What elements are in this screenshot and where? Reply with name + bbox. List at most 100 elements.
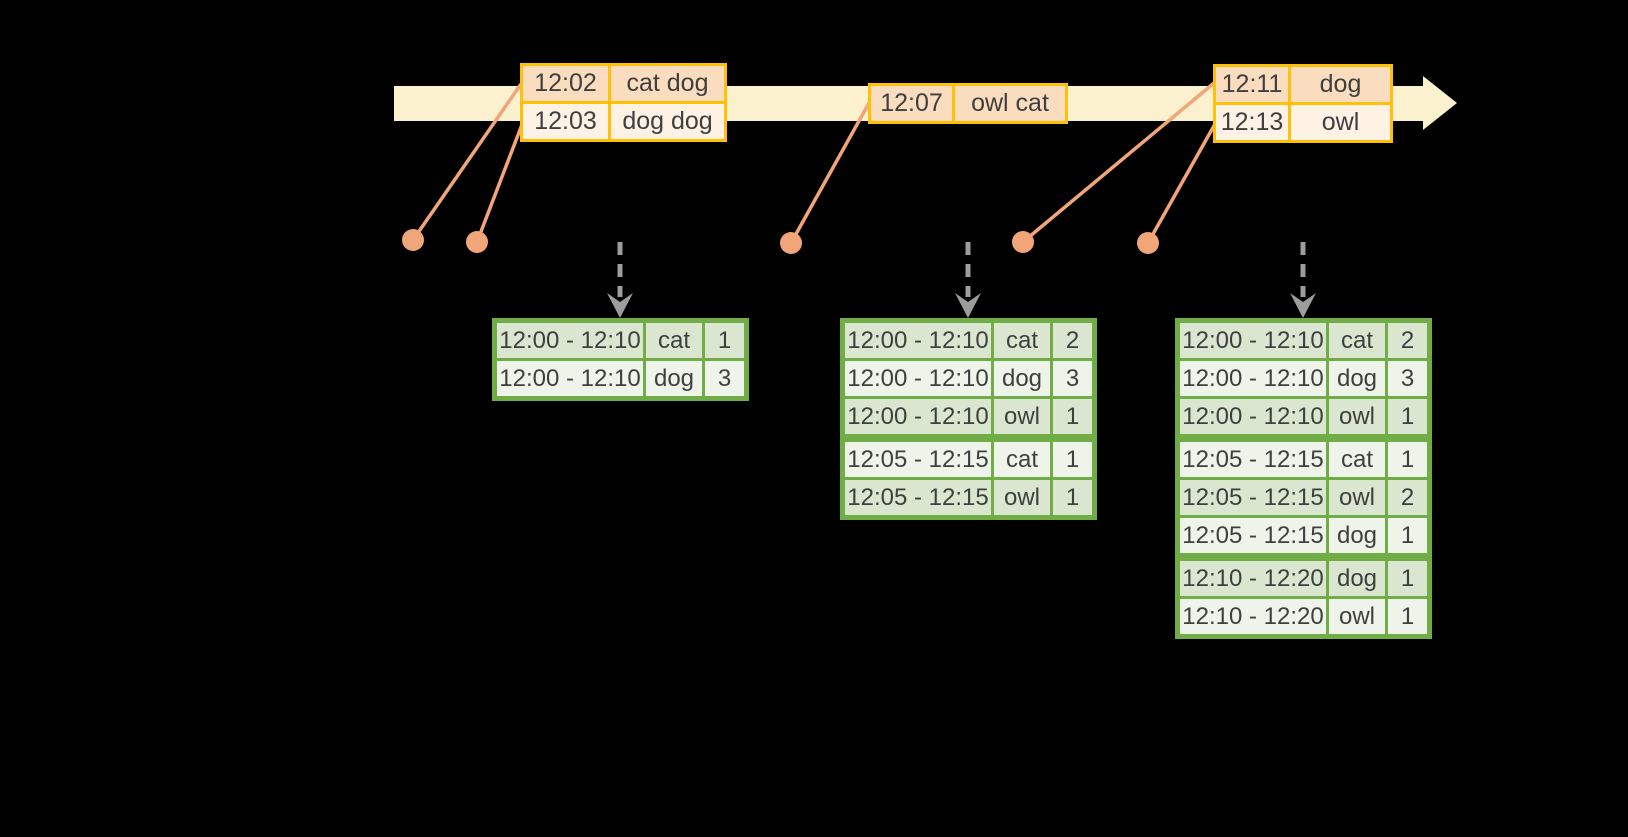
words-cell: owl cat (955, 86, 1065, 121)
time-cell: 12:11 (1216, 67, 1288, 102)
time-cell: 12:02 (523, 66, 608, 101)
timeline-arrowhead-icon (1423, 76, 1457, 130)
event-line (475, 121, 525, 243)
count-cell: 1 (1388, 599, 1427, 634)
count-cell: 1 (705, 323, 744, 358)
window-cell: 12:00 - 12:10 (497, 361, 643, 396)
words-cell: cat dog (611, 66, 724, 101)
window-group-separator (1180, 437, 1427, 439)
arrow-down-icon (955, 293, 981, 318)
window-cell: 12:00 - 12:10 (497, 323, 643, 358)
count-cell: 2 (1388, 480, 1427, 515)
count-cell: 2 (1388, 323, 1427, 358)
window-cell: 12:00 - 12:10 (845, 361, 991, 396)
event-lines (411, 81, 1217, 244)
word-cell: owl (994, 480, 1050, 515)
count-cell: 1 (1388, 442, 1427, 477)
arrow-down-icon (1290, 293, 1316, 318)
event-dot (1137, 232, 1159, 254)
count-cell: 3 (705, 361, 744, 396)
word-cell: owl (1329, 480, 1385, 515)
word-cell: cat (994, 442, 1050, 477)
window-cell: 12:10 - 12:20 (1180, 561, 1326, 596)
window-cell: 12:05 - 12:15 (1180, 518, 1326, 553)
word-cell: cat (646, 323, 702, 358)
time-cell: 12:07 (871, 86, 952, 121)
window-cell: 12:00 - 12:10 (1180, 361, 1326, 396)
window-group-separator (845, 437, 1092, 439)
word-cell: owl (1329, 399, 1385, 434)
word-cell: dog (1329, 518, 1385, 553)
window-cell: 12:05 - 12:15 (845, 480, 991, 515)
window-cell: 12:10 - 12:20 (1180, 599, 1326, 634)
window-cell: 12:00 - 12:10 (845, 399, 991, 434)
word-cell: dog (1329, 561, 1385, 596)
trigger-arrow (955, 242, 981, 318)
count-cell: 1 (1388, 561, 1427, 596)
trigger-arrow (607, 242, 633, 318)
word-cell: owl (994, 399, 1050, 434)
window-cell: 12:05 - 12:15 (845, 442, 991, 477)
word-cell: dog (646, 361, 702, 396)
event-dot (402, 229, 424, 251)
count-cell: 1 (1053, 480, 1092, 515)
window-cell: 12:05 - 12:15 (1180, 480, 1326, 515)
word-cell: cat (1329, 323, 1385, 358)
count-cell: 2 (1053, 323, 1092, 358)
count-cell: 3 (1053, 361, 1092, 396)
arrow-down-icon (607, 293, 633, 318)
words-cell: dog (1291, 67, 1390, 102)
time-cell: 12:03 (523, 104, 608, 139)
word-cell: cat (1329, 442, 1385, 477)
trigger-arrow (1290, 242, 1316, 318)
word-cell: dog (1329, 361, 1385, 396)
count-cell: 1 (1053, 399, 1092, 434)
word-cell: dog (994, 361, 1050, 396)
event-dots (402, 229, 1159, 254)
window-cell: 12:05 - 12:15 (1180, 442, 1326, 477)
word-cell: cat (994, 323, 1050, 358)
event-line (1146, 123, 1217, 244)
window-cell: 12:00 - 12:10 (1180, 399, 1326, 434)
event-dot (1012, 231, 1034, 253)
count-cell: 1 (1388, 399, 1427, 434)
window-cell: 12:00 - 12:10 (845, 323, 991, 358)
event-dot (466, 231, 488, 253)
words-cell: dog dog (611, 104, 724, 139)
event-line (1021, 81, 1216, 244)
window-group-separator (1180, 556, 1427, 558)
window-cell: 12:00 - 12:10 (1180, 323, 1326, 358)
count-cell: 3 (1388, 361, 1427, 396)
count-cell: 1 (1388, 518, 1427, 553)
time-cell: 12:13 (1216, 105, 1288, 140)
event-line (789, 102, 871, 244)
words-cell: owl (1291, 105, 1390, 140)
